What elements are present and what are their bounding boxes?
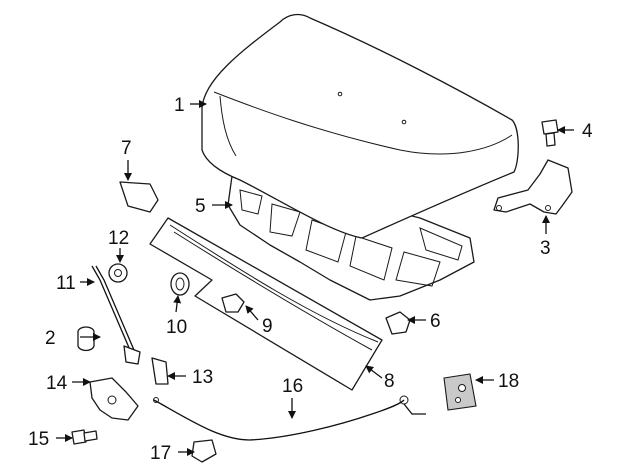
callout-15: 15 — [28, 429, 49, 450]
hood-latch — [89, 377, 139, 421]
callout-8: 8 — [384, 371, 395, 392]
hood-panel — [201, 13, 519, 239]
seal-strip-panel — [149, 217, 383, 391]
hinge-bolt — [541, 119, 559, 147]
callout-16: 16 — [282, 376, 303, 397]
prop-rod — [91, 265, 141, 365]
callout-11: 11 — [56, 273, 76, 294]
leader-lines — [56, 100, 574, 456]
callout-14: 14 — [46, 373, 68, 394]
grommet — [108, 263, 128, 283]
callout-17: 17 — [150, 443, 171, 464]
insulator-clip — [385, 311, 411, 335]
push-clip — [221, 293, 245, 313]
callout-3: 3 — [540, 238, 551, 259]
bumper-block — [119, 181, 159, 213]
callout-1: 1 — [174, 95, 185, 116]
callout-9: 9 — [262, 316, 273, 337]
callout-13: 13 — [192, 367, 213, 388]
callout-6: 6 — [430, 311, 441, 332]
callout-10: 10 — [166, 317, 187, 338]
release-handle — [191, 439, 217, 463]
retainer-clip — [170, 272, 190, 296]
hood-hinge — [493, 159, 573, 215]
callout-12: 12 — [108, 228, 129, 249]
latch-bolt — [71, 429, 98, 445]
rod-bracket — [151, 357, 169, 385]
callout-7: 7 — [121, 138, 132, 159]
latch-module — [443, 373, 477, 411]
callout-labels: 1 2 3 4 5 6 7 8 9 10 11 12 13 14 15 16 1… — [28, 95, 593, 464]
hood-stopper — [77, 326, 95, 352]
callout-2: 2 — [45, 328, 56, 349]
callout-5: 5 — [195, 196, 206, 217]
callout-4: 4 — [582, 121, 593, 142]
callout-18: 18 — [498, 371, 519, 392]
release-cable — [153, 395, 426, 441]
